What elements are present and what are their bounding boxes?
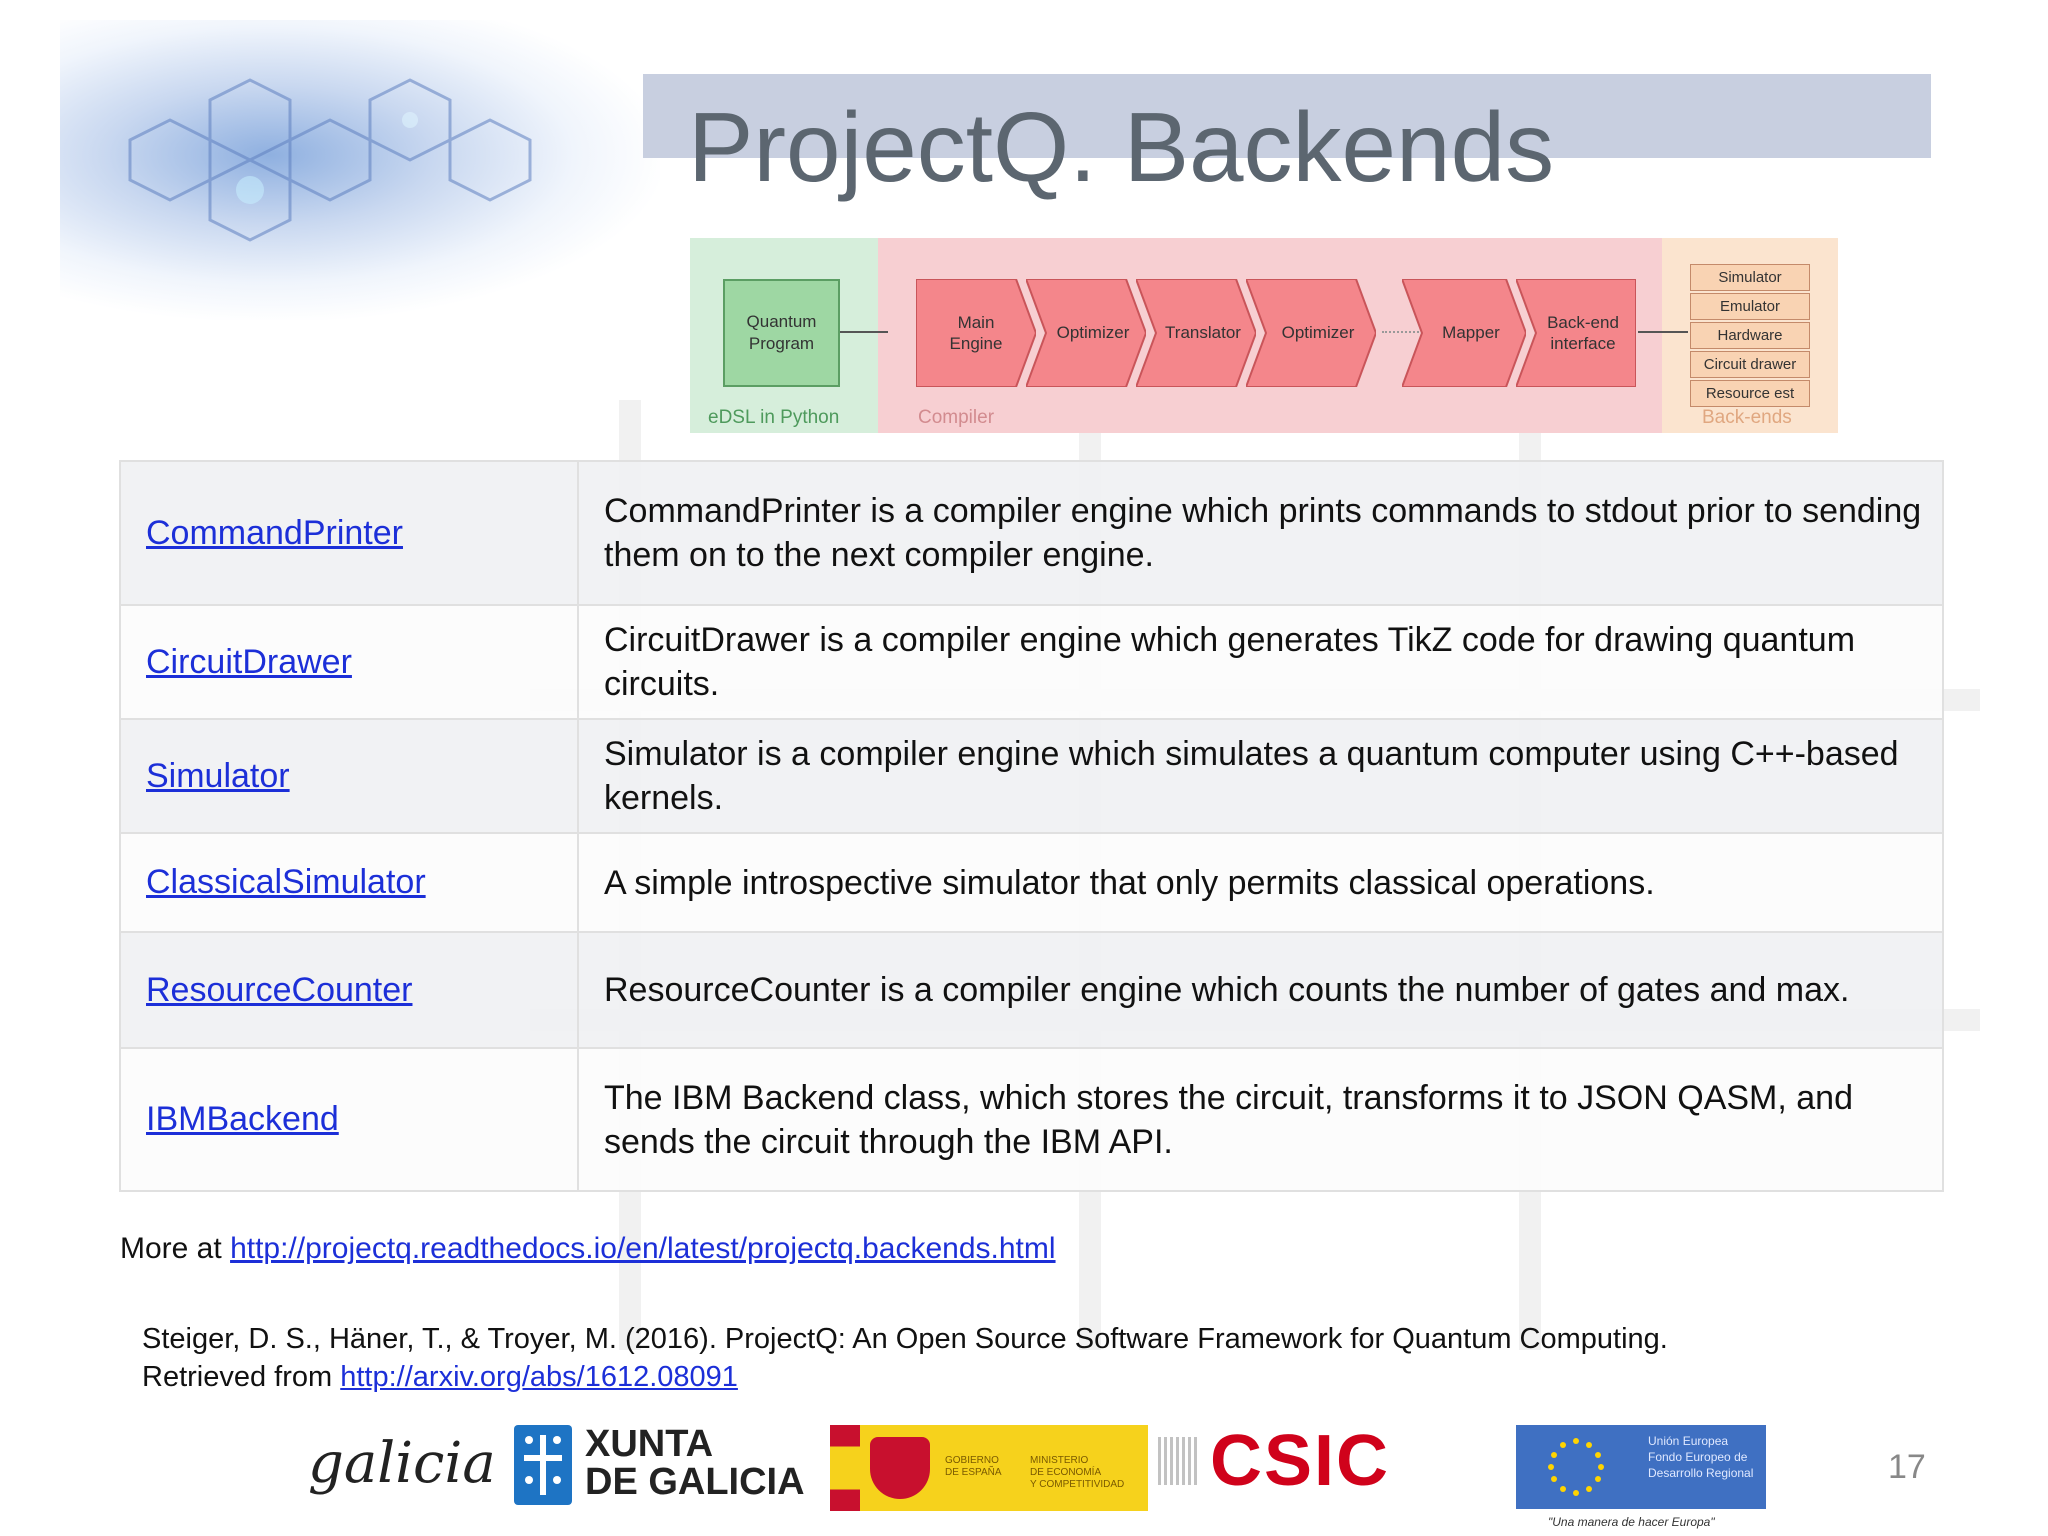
stage-label: Back-end interface <box>1547 312 1619 353</box>
backend-description: CommandPrinter is a compiler engine whic… <box>577 460 1944 606</box>
backend-description: The IBM Backend class, which stores the … <box>577 1047 1944 1192</box>
xunta-shield-icon <box>514 1425 572 1505</box>
hexagon-pattern-graphic <box>128 78 532 242</box>
backend-item: Hardware <box>1690 322 1810 349</box>
citation-prefix: Retrieved from <box>142 1361 333 1393</box>
backend-name-cell: Simulator <box>119 718 579 834</box>
stage-main-engine: Main Engine <box>916 279 1036 387</box>
backends-table: CommandPrinter CommandPrinter is a compi… <box>119 460 1944 1192</box>
quantum-program-label: Quantum Program <box>746 311 817 353</box>
stage-label: Optimizer <box>1056 323 1130 343</box>
stage-mapper: Mapper <box>1402 279 1526 387</box>
edsl-zone: Quantum Program eDSL in Python <box>690 238 878 433</box>
backend-name-cell: CommandPrinter <box>119 460 579 606</box>
xunta-logo-text: XUNTA DE GALICIA <box>585 1423 805 1503</box>
backend-item: Resource est <box>1690 380 1810 407</box>
backend-description: A simple introspective simulator that on… <box>577 832 1944 933</box>
backend-name-cell: ResourceCounter <box>119 931 579 1049</box>
quantum-program-box: Quantum Program <box>723 279 840 387</box>
csic-logo: CSIC <box>1210 1421 1391 1501</box>
backend-description: ResourceCounter is a compiler engine whi… <box>577 931 1944 1049</box>
spain-coat-of-arms-icon <box>870 1437 930 1499</box>
slide-title: ProjectQ. Backends <box>688 92 1555 202</box>
backend-list: Simulator Emulator Hardware Circuit draw… <box>1690 264 1810 409</box>
backend-item: Simulator <box>1690 264 1810 291</box>
spain-flag-icon <box>830 1425 860 1511</box>
eu-motto: "Una manera de hacer Europa" <box>1548 1515 1715 1529</box>
stage-backend-interface: Back-end interface <box>1516 279 1636 387</box>
compiler-zone-label: Compiler <box>918 407 995 428</box>
galicia-logo: galicia <box>308 1431 496 1496</box>
dotted-connector <box>1382 331 1442 335</box>
backend-link-resourcecounter[interactable]: ResourceCounter <box>146 970 413 1009</box>
backend-description: Simulator is a compiler engine which sim… <box>577 718 1944 834</box>
arrow-to-engine <box>840 331 888 333</box>
title-bar <box>643 74 1931 158</box>
backend-name-cell: ClassicalSimulator <box>119 832 579 933</box>
backend-link-simulator[interactable]: Simulator <box>146 756 290 795</box>
backend-link-commandprinter[interactable]: CommandPrinter <box>146 513 403 552</box>
table-row: CircuitDrawer CircuitDrawer is a compile… <box>119 604 1944 720</box>
projectq-pipeline-diagram: Quantum Program eDSL in Python Compiler … <box>690 238 1838 433</box>
citation-line-1: Steiger, D. S., Häner, T., & Troyer, M. … <box>142 1323 1668 1355</box>
page-number: 17 <box>1888 1448 1926 1486</box>
table-row: ResourceCounter ResourceCounter is a com… <box>119 931 1944 1049</box>
table-row: IBMBackend The IBM Backend class, which … <box>119 1047 1944 1192</box>
stage-optimizer-2: Optimizer <box>1246 279 1376 387</box>
backend-link-circuitdrawer[interactable]: CircuitDrawer <box>146 642 352 681</box>
eu-flag-logo <box>1516 1425 1766 1509</box>
citation: Steiger, D. S., Häner, T., & Troyer, M. … <box>142 1320 1668 1396</box>
stage-label: Optimizer <box>1281 323 1355 343</box>
stage-label: Translator <box>1165 323 1241 343</box>
more-info-line: More at http://projectq.readthedocs.io/e… <box>120 1232 1056 1266</box>
background-tech-graphic <box>60 20 660 320</box>
stage-translator: Translator <box>1136 279 1256 387</box>
citation-line-2: Retrieved from http://arxiv.org/abs/1612… <box>142 1358 1668 1396</box>
backend-name-cell: IBMBackend <box>119 1047 579 1192</box>
more-prefix: More at <box>120 1232 222 1265</box>
stage-label: Mapper <box>1442 323 1500 343</box>
backend-link-ibmbackend[interactable]: IBMBackend <box>146 1100 339 1138</box>
stage-label: Main Engine <box>949 312 1003 353</box>
ministerio-text: MINISTERIO DE ECONOMÍA Y COMPETITIVIDAD <box>1030 1455 1125 1490</box>
csic-emblem-icon <box>1158 1437 1198 1485</box>
backend-item: Circuit drawer <box>1690 351 1810 378</box>
table-row: Simulator Simulator is a compiler engine… <box>119 718 1944 834</box>
eu-text: Unión Europea Fondo Europeo de Desarroll… <box>1648 1434 1754 1480</box>
eu-stars-icon <box>1548 1438 1604 1496</box>
table-row: ClassicalSimulator A simple introspectiv… <box>119 832 1944 933</box>
arxiv-link[interactable]: http://arxiv.org/abs/1612.08091 <box>340 1361 738 1393</box>
table-row: CommandPrinter CommandPrinter is a compi… <box>119 460 1944 606</box>
backend-item: Emulator <box>1690 293 1810 320</box>
backend-link-classicalsimulator[interactable]: ClassicalSimulator <box>146 863 426 901</box>
stage-optimizer-1: Optimizer <box>1026 279 1146 387</box>
edsl-zone-label: eDSL in Python <box>708 407 840 428</box>
arrow-to-backends <box>1638 331 1688 333</box>
backends-zone-label: Back-ends <box>1702 407 1792 428</box>
gobierno-espana-logo: GOBIERNO DE ESPAÑA MINISTERIO DE ECONOMÍ… <box>830 1425 1148 1511</box>
backend-description: CircuitDrawer is a compiler engine which… <box>577 604 1944 720</box>
gobierno-text: GOBIERNO DE ESPAÑA <box>945 1455 1002 1478</box>
backend-name-cell: CircuitDrawer <box>119 604 579 720</box>
sponsor-logos: galicia XUNTA DE GALICIA GOBIERNO DE ESP… <box>300 1415 1780 1529</box>
docs-link[interactable]: http://projectq.readthedocs.io/en/latest… <box>230 1232 1056 1265</box>
